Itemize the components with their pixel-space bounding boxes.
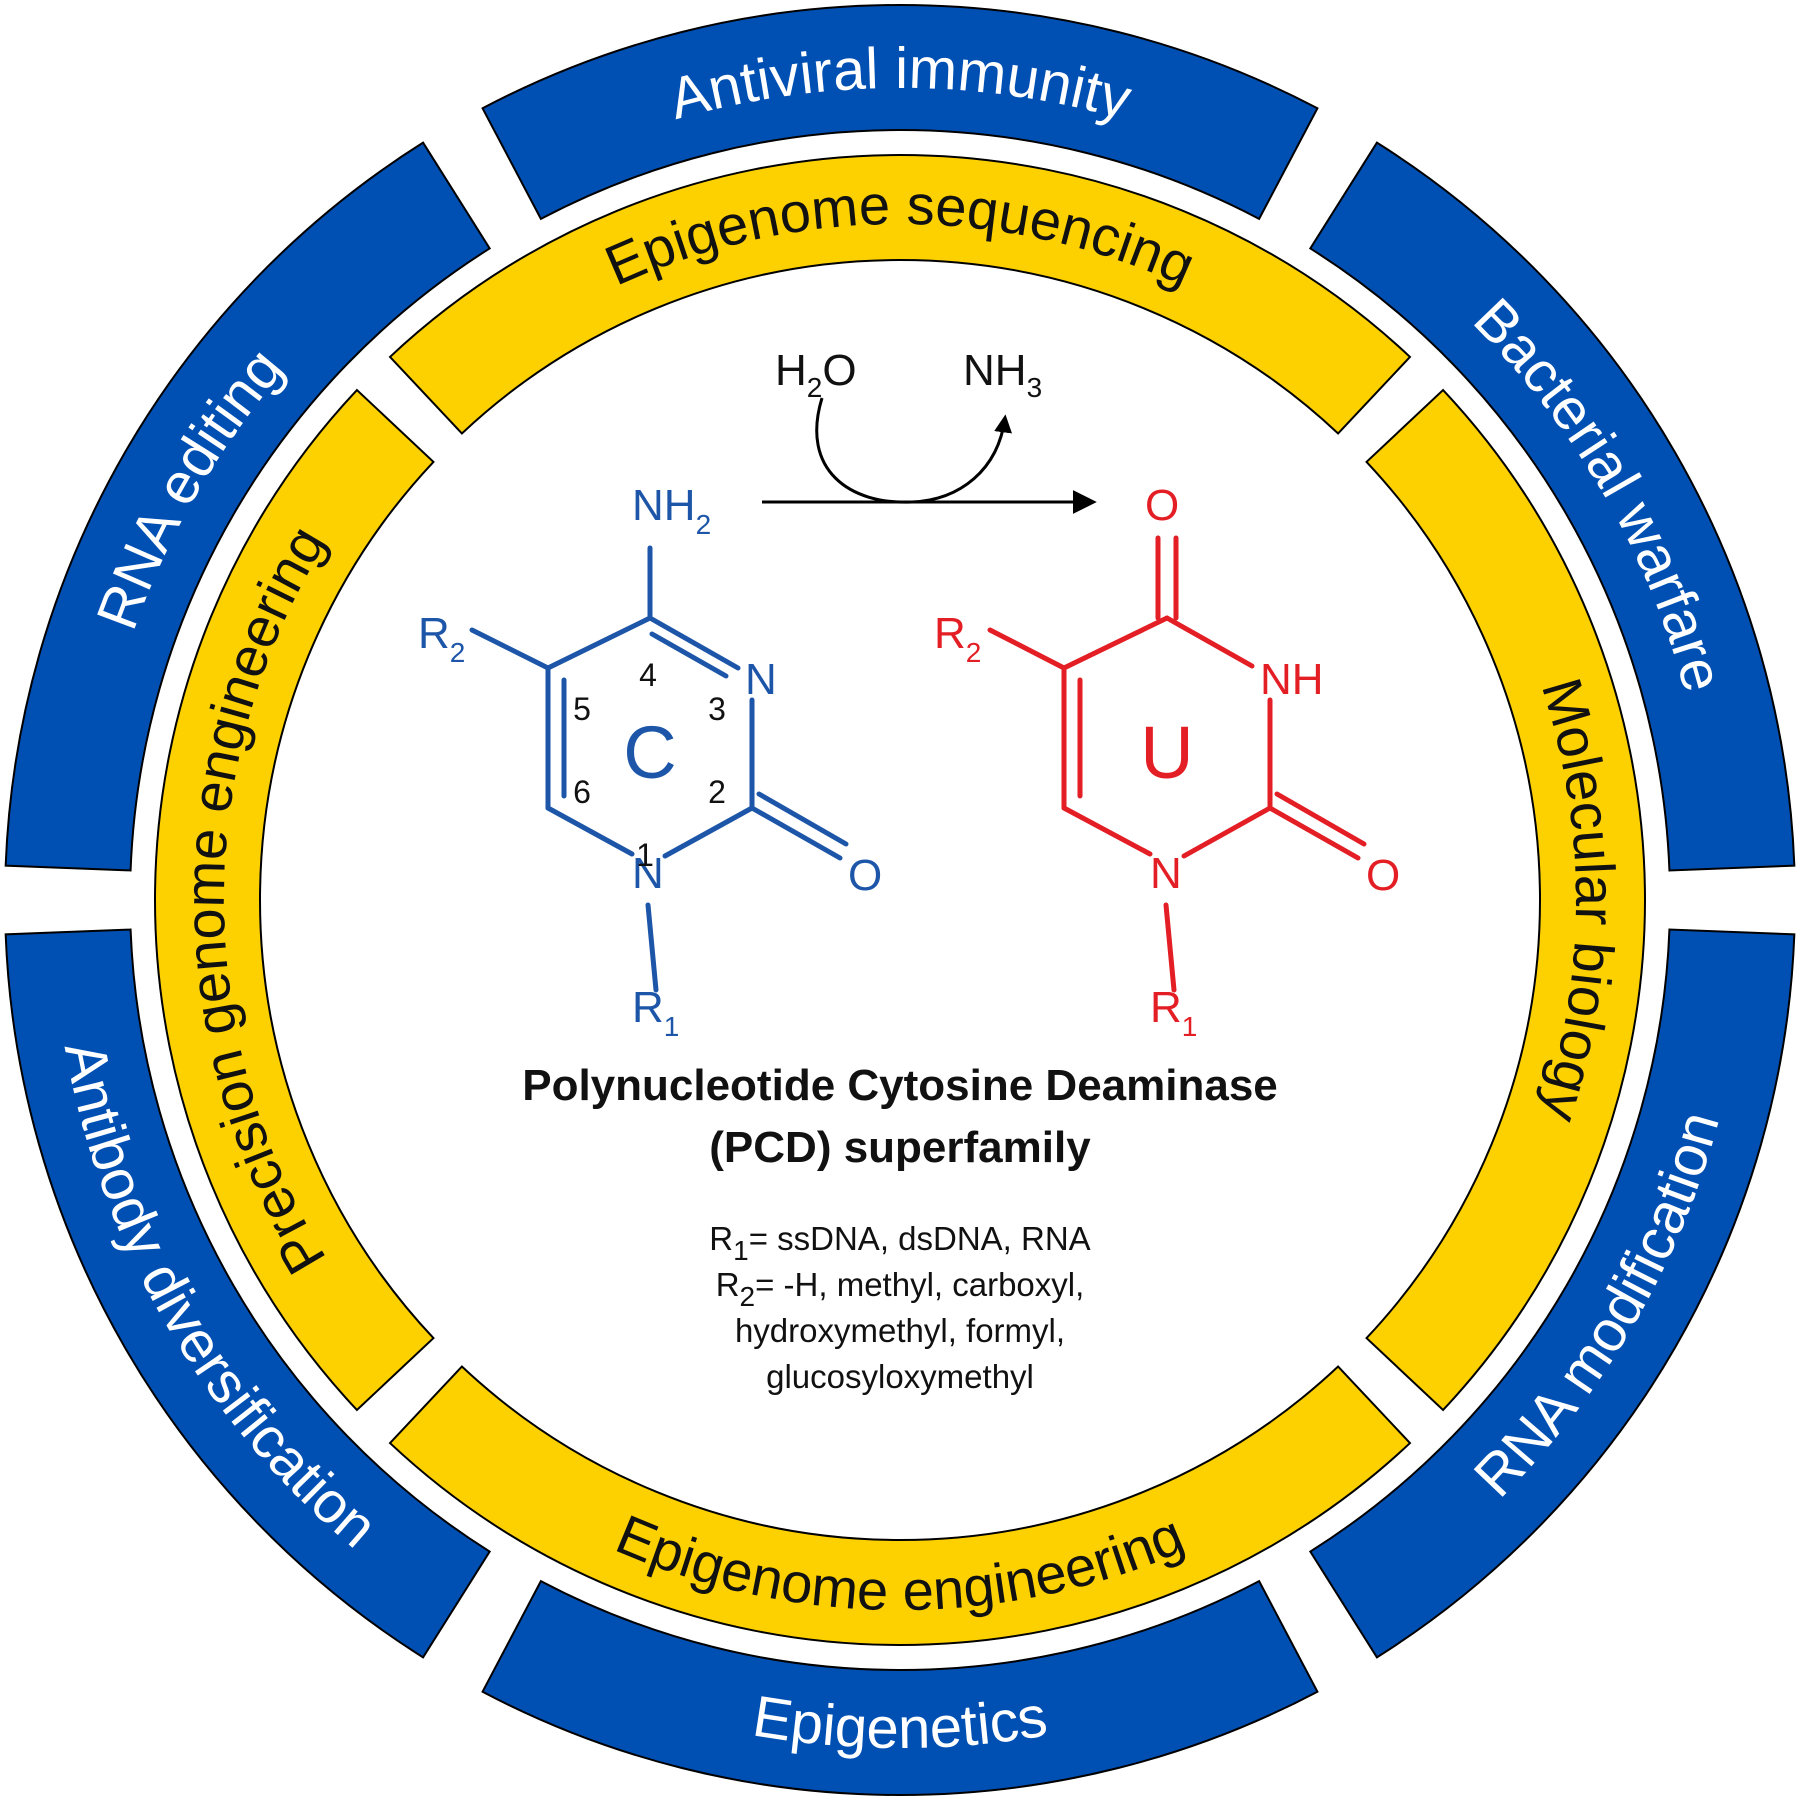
legend-line-3: hydroxymethyl, formyl, bbox=[735, 1312, 1065, 1349]
bond-c5-r2 bbox=[987, 627, 1067, 671]
position-4: 4 bbox=[639, 657, 657, 693]
cytosine-n1-label: N bbox=[632, 849, 664, 898]
bond-c2-n1 bbox=[662, 805, 755, 859]
deamination-reaction: H2O NH3 bbox=[762, 346, 1097, 514]
bond-c4-n3-double bbox=[649, 631, 729, 679]
position-1: 1 bbox=[636, 837, 654, 873]
legend-r2: R2= -H, methyl, carboxyl, bbox=[716, 1266, 1085, 1312]
outer-segment-rna-modification bbox=[1308, 928, 1796, 1659]
legend-r1: R1= ssDNA, dsDNA, RNA bbox=[709, 1220, 1090, 1266]
ammonia-label: NH3 bbox=[963, 346, 1042, 403]
bond-c2-o-double bbox=[756, 791, 849, 847]
bond-c5-c4 bbox=[545, 615, 653, 671]
curved-arrow bbox=[815, 397, 1012, 504]
cytosine-n3-label: N bbox=[745, 655, 777, 704]
bond-c4-n3 bbox=[647, 615, 741, 671]
uracil-nh-label: NH bbox=[1260, 655, 1324, 704]
legend-line-4: glucosyloxymethyl bbox=[766, 1358, 1034, 1395]
inner-segment-epigenome-sequencing bbox=[388, 153, 1412, 435]
outer-segment-rna-editing bbox=[4, 141, 492, 872]
cytosine-structure: NH2 N N O R2 R1 C 1 2 3 4 5 6 bbox=[418, 481, 882, 1042]
bond-c2-o-double bbox=[1274, 791, 1367, 847]
uracil-o2-label: O bbox=[1366, 851, 1400, 900]
bond-c2-o bbox=[749, 805, 843, 861]
title-line-1: Polynucleotide Cytosine Deaminase bbox=[522, 1061, 1278, 1110]
superfamily-title: Polynucleotide Cytosine Deaminase (PCD) … bbox=[522, 1061, 1278, 1172]
uracil-o4-label: O bbox=[1145, 481, 1179, 530]
bond-n1-c6 bbox=[1061, 805, 1153, 857]
bond-n1-c6 bbox=[545, 805, 635, 857]
cytosine-r1-label: R1 bbox=[632, 983, 679, 1042]
position-3: 3 bbox=[708, 691, 726, 727]
title-line-2: (PCD) superfamily bbox=[709, 1123, 1091, 1172]
cytosine-center-letter: C bbox=[623, 711, 676, 794]
substituent-legend: R1= ssDNA, dsDNA, RNA R2= -H, methyl, ca… bbox=[709, 1220, 1090, 1395]
bond-c2-o bbox=[1267, 805, 1361, 861]
uracil-structure: O NH N O R2 R1 U bbox=[934, 481, 1400, 1042]
label-epigenetics: Epigenetics bbox=[749, 1684, 1052, 1762]
bond-c5-r2 bbox=[469, 627, 551, 671]
inner-segment-precision-genome-engineering bbox=[153, 388, 435, 1412]
uracil-center-letter: U bbox=[1140, 711, 1193, 794]
uracil-r2-label: R2 bbox=[934, 609, 981, 668]
bond-c2-n1 bbox=[1181, 805, 1273, 859]
inner-ring: Epigenome sequencing Molecular biology E… bbox=[153, 153, 1646, 1646]
water-label: H2O bbox=[775, 346, 857, 403]
cytosine-o2-label: O bbox=[848, 851, 882, 900]
outer-ring: Antiviral immunity Bacterial warfare RNA… bbox=[4, 4, 1796, 1796]
inner-segment-molecular-biology bbox=[1365, 388, 1646, 1412]
cytosine-r2-label: R2 bbox=[418, 609, 465, 668]
outer-segment-antiviral-immunity bbox=[481, 4, 1319, 221]
position-5: 5 bbox=[573, 691, 591, 727]
outer-segment-epigenetics bbox=[481, 1579, 1319, 1796]
position-2: 2 bbox=[708, 774, 726, 810]
bond-c5-c4 bbox=[1061, 615, 1170, 671]
outer-segment-antibody-diversification bbox=[4, 928, 492, 1659]
bond-c4-n3 bbox=[1164, 615, 1255, 669]
uracil-n1-label: N bbox=[1150, 849, 1182, 898]
uracil-r1-label: R1 bbox=[1150, 983, 1197, 1042]
outer-segment-bacterial-warfare bbox=[1308, 141, 1796, 872]
cytosine-nh2-label: NH2 bbox=[632, 481, 711, 540]
position-6: 6 bbox=[573, 774, 591, 810]
inner-segment-epigenome-engineering bbox=[388, 1365, 1412, 1646]
bond-n1-r1 bbox=[1163, 902, 1177, 993]
bond-n1-r1 bbox=[645, 902, 659, 993]
